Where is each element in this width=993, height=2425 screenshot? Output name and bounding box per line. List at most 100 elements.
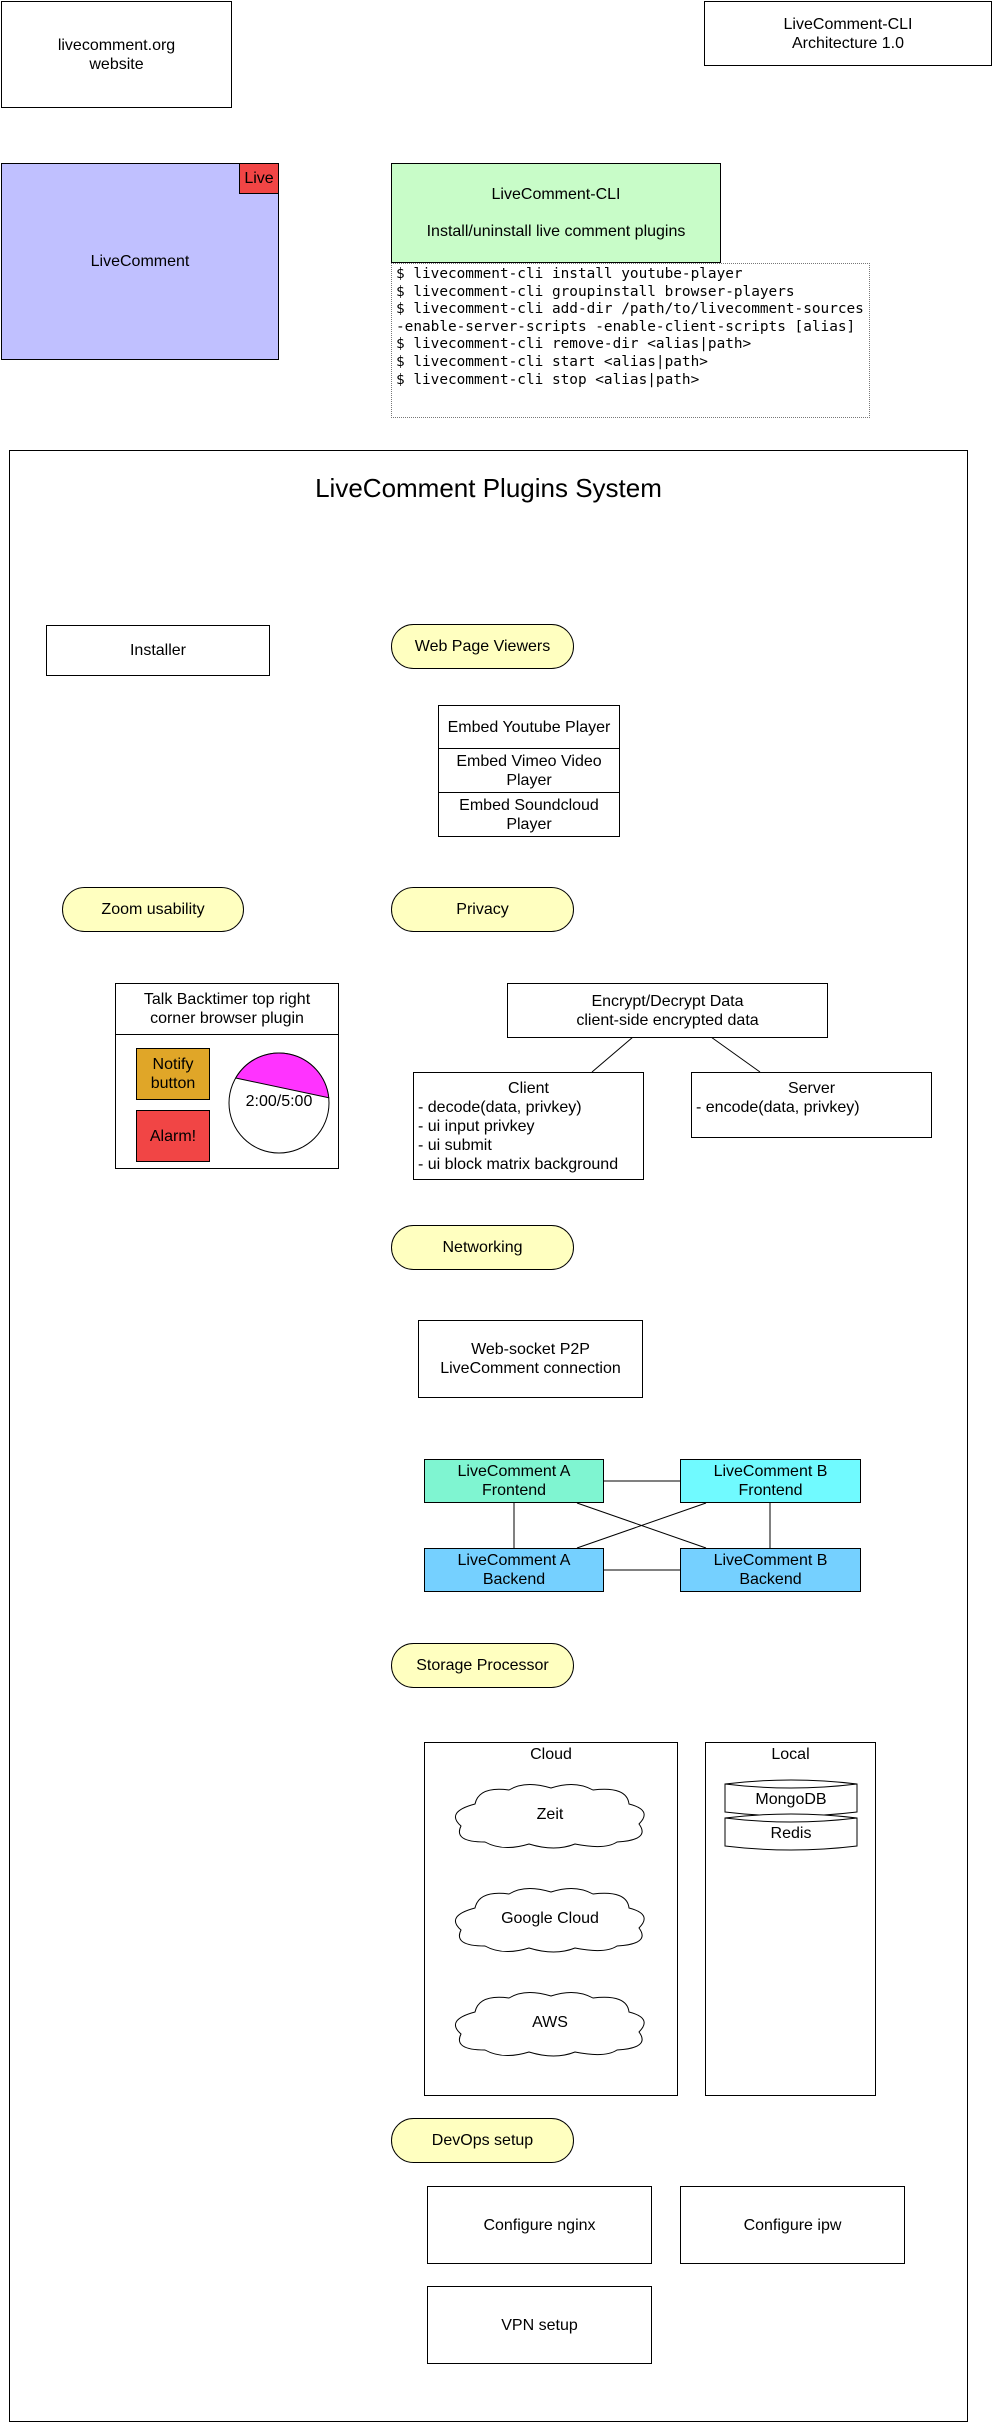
plugins-system-container <box>9 450 968 2422</box>
architecture-line-1: LiveComment-CLI <box>783 15 913 33</box>
website-line-1: livecomment.org <box>57 36 176 54</box>
configure-ipw-label: Configure ipw <box>743 2216 842 2234</box>
aws-label: AWS <box>532 2014 568 2031</box>
website-box: livecomment.org website <box>1 1 232 108</box>
timer-pie-slice <box>234 1052 330 1099</box>
b-frontend-box: LiveComment B Frontend <box>680 1459 861 1503</box>
installer-label: Installer <box>129 642 187 659</box>
p2p-box: Web-socket P2P LiveComment connection <box>418 1320 643 1398</box>
client-line: - ui input privkey <box>418 1118 535 1135</box>
configure-nginx-label: Configure nginx <box>483 2216 596 2234</box>
database-icon <box>724 1779 858 1817</box>
embed-soundcloud-box: Embed Soundcloud Player <box>438 792 620 837</box>
storage-label: Storage Processor <box>416 1656 549 1674</box>
b-frontend-line-1: LiveComment B <box>713 1463 828 1480</box>
backtimer-title: Talk Backtimer top right corner browser … <box>143 991 311 1027</box>
networking-label: Networking <box>442 1238 523 1256</box>
b-frontend-a-backend-link <box>576 1502 707 1549</box>
a-backend-box: LiveComment A Backend <box>424 1548 604 1592</box>
p2p-line-1: Web-socket P2P <box>471 1341 590 1358</box>
cloud-shape-icon <box>454 1992 645 2057</box>
notify-label-1: Notify <box>152 1056 194 1073</box>
local-title: Local <box>771 1746 810 1763</box>
web-viewers-pill: Web Page Viewers <box>391 624 574 669</box>
zeit-label: Zeit <box>536 1806 564 1823</box>
b-backend-box: LiveComment B Backend <box>680 1548 861 1592</box>
networking-pill: Networking <box>391 1225 574 1270</box>
b-backend-line-2: Backend <box>739 1571 802 1588</box>
mongodb-label: MongoDB <box>755 1791 827 1808</box>
cli-title: LiveComment-CLI <box>491 186 621 203</box>
client-line: - ui submit <box>418 1137 492 1154</box>
storage-pill: Storage Processor <box>391 1643 574 1688</box>
cloud-shape-icon <box>454 1784 645 1849</box>
vpn-setup-box: VPN setup <box>427 2286 652 2364</box>
client-title: Client <box>508 1080 549 1097</box>
timer-label: 2:00/5:00 <box>245 1093 313 1110</box>
alarm-button[interactable]: Alarm! <box>136 1110 210 1162</box>
a-backend-line-2: Backend <box>482 1571 546 1588</box>
cli-subtitle: Install/uninstall live comment plugins <box>426 223 686 240</box>
a-frontend-box: LiveComment A Frontend <box>424 1459 604 1503</box>
configure-ipw-box: Configure ipw <box>680 2186 905 2264</box>
notify-label-2: button <box>150 1075 196 1092</box>
p2p-line-2: LiveComment connection <box>440 1360 621 1377</box>
encrypt-client-connector <box>591 1036 634 1073</box>
live-badge: Live <box>239 163 279 194</box>
embed-vimeo-label: Embed Vimeo Video Player <box>456 752 602 789</box>
privacy-label: Privacy <box>456 900 509 918</box>
a-frontend-line-1: LiveComment A <box>457 1463 571 1480</box>
vpn-setup-label: VPN setup <box>501 2316 578 2334</box>
google-cloud-label: Google Cloud <box>501 1910 599 1927</box>
zoom-usability-label: Zoom usability <box>101 900 205 918</box>
redis-cylinder: Redis <box>724 1812 858 1852</box>
zoom-usability-pill: Zoom usability <box>62 887 244 932</box>
mongodb-cylinder: MongoDB <box>724 1778 858 1818</box>
server-box: Server - encode(data, privkey) <box>691 1072 932 1138</box>
architecture-box: LiveComment-CLI Architecture 1.0 <box>704 1 992 66</box>
server-title: Server <box>787 1080 836 1097</box>
a-frontend-line-2: Frontend <box>481 1482 547 1499</box>
cloud-title: Cloud <box>530 1746 572 1763</box>
architecture-line-2: Architecture 1.0 <box>791 34 905 52</box>
plugins-system-title: LiveComment Plugins System <box>315 473 662 503</box>
cloud-shape-icon <box>454 1888 645 1953</box>
notify-button[interactable]: Notify button <box>136 1048 210 1100</box>
aws-cloud: AWS <box>445 1988 655 2058</box>
cli-box: LiveComment-CLI Install/uninstall live c… <box>391 163 721 263</box>
installer-box: Installer <box>46 625 270 676</box>
encrypt-box: Encrypt/Decrypt Data client-side encrypt… <box>507 983 828 1038</box>
embed-vimeo-box: Embed Vimeo Video Player <box>438 748 620 793</box>
alarm-label: Alarm! <box>149 1127 197 1145</box>
encrypt-server-connector <box>710 1036 761 1073</box>
embed-youtube-label: Embed Youtube Player <box>447 718 611 736</box>
client-line: - decode(data, privkey) <box>418 1099 582 1116</box>
embed-soundcloud-label: Embed Soundcloud Player <box>459 796 599 833</box>
client-box: Client - decode(data, privkey) - ui inpu… <box>413 1072 644 1180</box>
zeit-cloud: Zeit <box>445 1780 655 1850</box>
live-badge-label: Live <box>244 170 274 187</box>
client-line: - ui block matrix background <box>418 1156 619 1173</box>
website-line-2: website <box>89 55 144 73</box>
database-icon <box>724 1813 858 1851</box>
encrypt-line-1: Encrypt/Decrypt Data <box>591 992 744 1010</box>
devops-label: DevOps setup <box>431 2131 534 2149</box>
web-viewers-label: Web Page Viewers <box>414 637 551 655</box>
redis-label: Redis <box>770 1825 812 1842</box>
timer-pie <box>228 1052 330 1154</box>
privacy-pill: Privacy <box>391 887 574 932</box>
embed-youtube-box: Embed Youtube Player <box>438 705 620 749</box>
backtimer-title-box: Talk Backtimer top right corner browser … <box>115 983 339 1035</box>
configure-nginx-box: Configure nginx <box>427 2186 652 2264</box>
livecomment-label: LiveComment <box>90 253 190 270</box>
cli-commands: $ livecomment-cli install youtube-player… <box>391 263 870 418</box>
server-line: - encode(data, privkey) <box>696 1099 860 1116</box>
google-cloud-cloud: Google Cloud <box>445 1884 655 1954</box>
b-backend-line-1: LiveComment B <box>713 1552 828 1569</box>
encrypt-line-2: client-side encrypted data <box>576 1011 759 1029</box>
a-backend-line-1: LiveComment A <box>457 1552 571 1569</box>
livecomment-box: LiveComment <box>1 163 279 360</box>
b-frontend-line-2: Frontend <box>738 1482 803 1499</box>
devops-pill: DevOps setup <box>391 2118 574 2163</box>
